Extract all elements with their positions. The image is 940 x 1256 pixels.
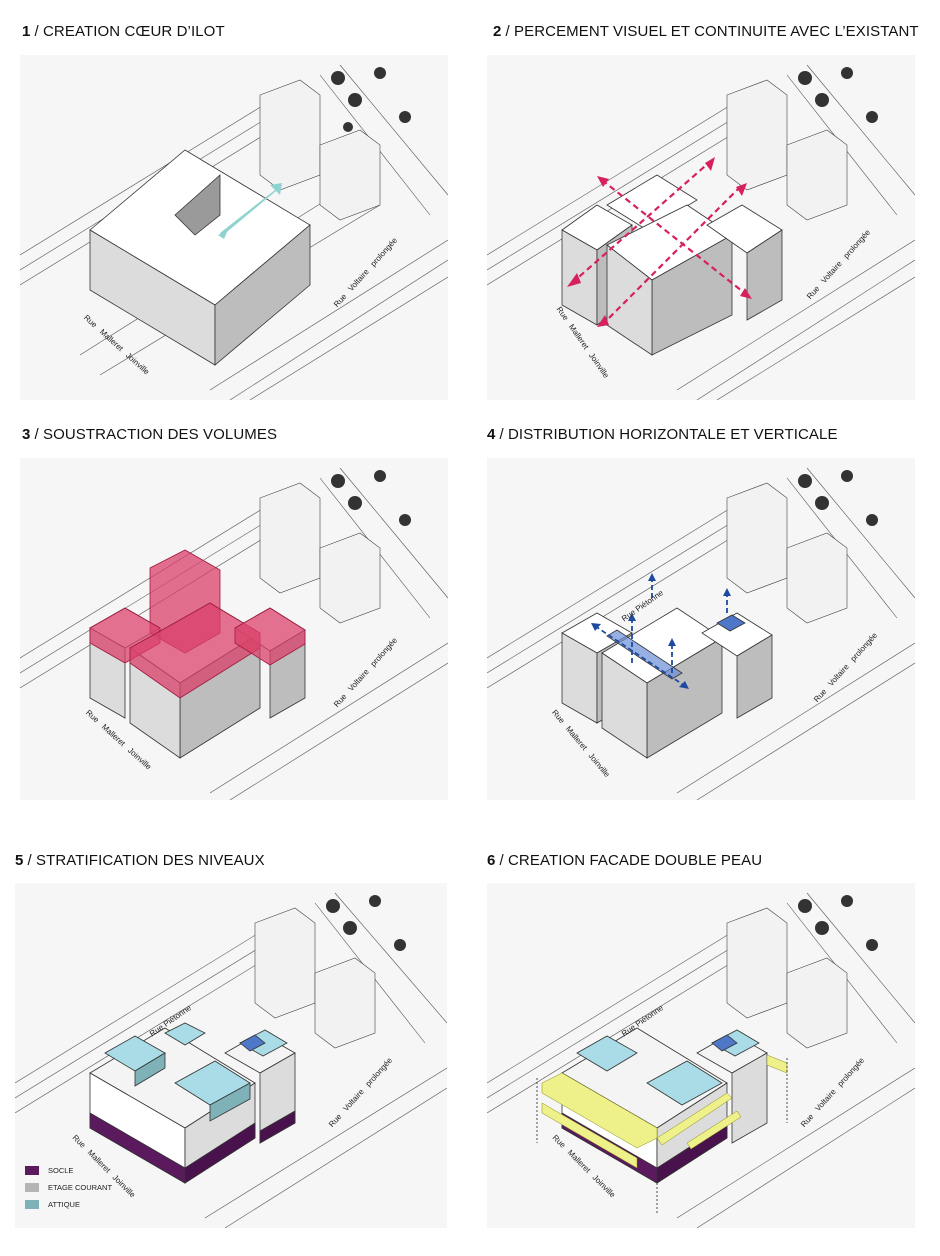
magenta-arrows: [571, 159, 748, 326]
panel-4-title: 4/ DISTRIBUTION HORIZONTALE ET VERTICALE: [487, 426, 838, 443]
subtracted-volumes: [89, 549, 306, 699]
legend-swatch-attique: [25, 1199, 39, 1209]
legend-label-etage: ETAGE COURANT: [48, 1182, 113, 1192]
site-plan-3: [20, 467, 448, 800]
double-skin-facade: [541, 1054, 788, 1169]
site-plan-6: [487, 892, 915, 1228]
panel-5-diagram: Rue Piétonne Rue Malleret Joinville Rue …: [15, 883, 447, 1228]
site-plan-5: [15, 892, 447, 1228]
panel-3-diagram: Rue Malleret Joinville Rue Voltaire prol…: [20, 458, 448, 800]
site-plan-2: [487, 64, 915, 400]
panel-4-diagram: Rue Piétonne Rue Malleret Joinville Rue …: [487, 458, 915, 800]
panel-2-title: 2/ PERCEMENT VISUEL ET CONTINUITE AVEC L…: [493, 23, 919, 40]
legend-label-socle: SOCLE: [48, 1165, 74, 1175]
panel-1-diagram: Rue Malleret Joinville Rue Voltaire prol…: [20, 55, 448, 400]
legend-swatch-etage: [25, 1182, 39, 1192]
blue-circulation-arrows: [594, 578, 728, 687]
site-plan-1: [20, 64, 448, 400]
panel-3-title: 3/ SOUSTRACTION DES VOLUMES: [22, 426, 278, 443]
legend-swatch-socle: [25, 1165, 39, 1175]
legend-label-attique: ATTIQUE: [48, 1199, 80, 1209]
legend-item-socle: SOCLE: [25, 1162, 112, 1178]
panel-6-title: 6/ CREATION FACADE DOUBLE PEAU: [487, 852, 763, 869]
legend-item-etage: ETAGE COURANT: [25, 1179, 112, 1195]
panel-1-title: 1/ CREATION CŒUR D’ILOT: [22, 23, 225, 40]
panel-5-title: 5/ STRATIFICATION DES NIVEAUX: [15, 852, 265, 869]
cyan-arrow: [218, 183, 282, 239]
legend-item-attique: ATTIQUE: [25, 1196, 112, 1212]
panel-2-diagram: Rue Malleret Joinville Rue Voltaire prol…: [487, 55, 915, 400]
legend: SOCLE ETAGE COURANT ATTIQUE: [25, 1162, 112, 1213]
site-plan-4: [487, 467, 915, 800]
panel-6-diagram: Rue Piétonne Rue Malleret Joinville Rue …: [487, 883, 915, 1228]
